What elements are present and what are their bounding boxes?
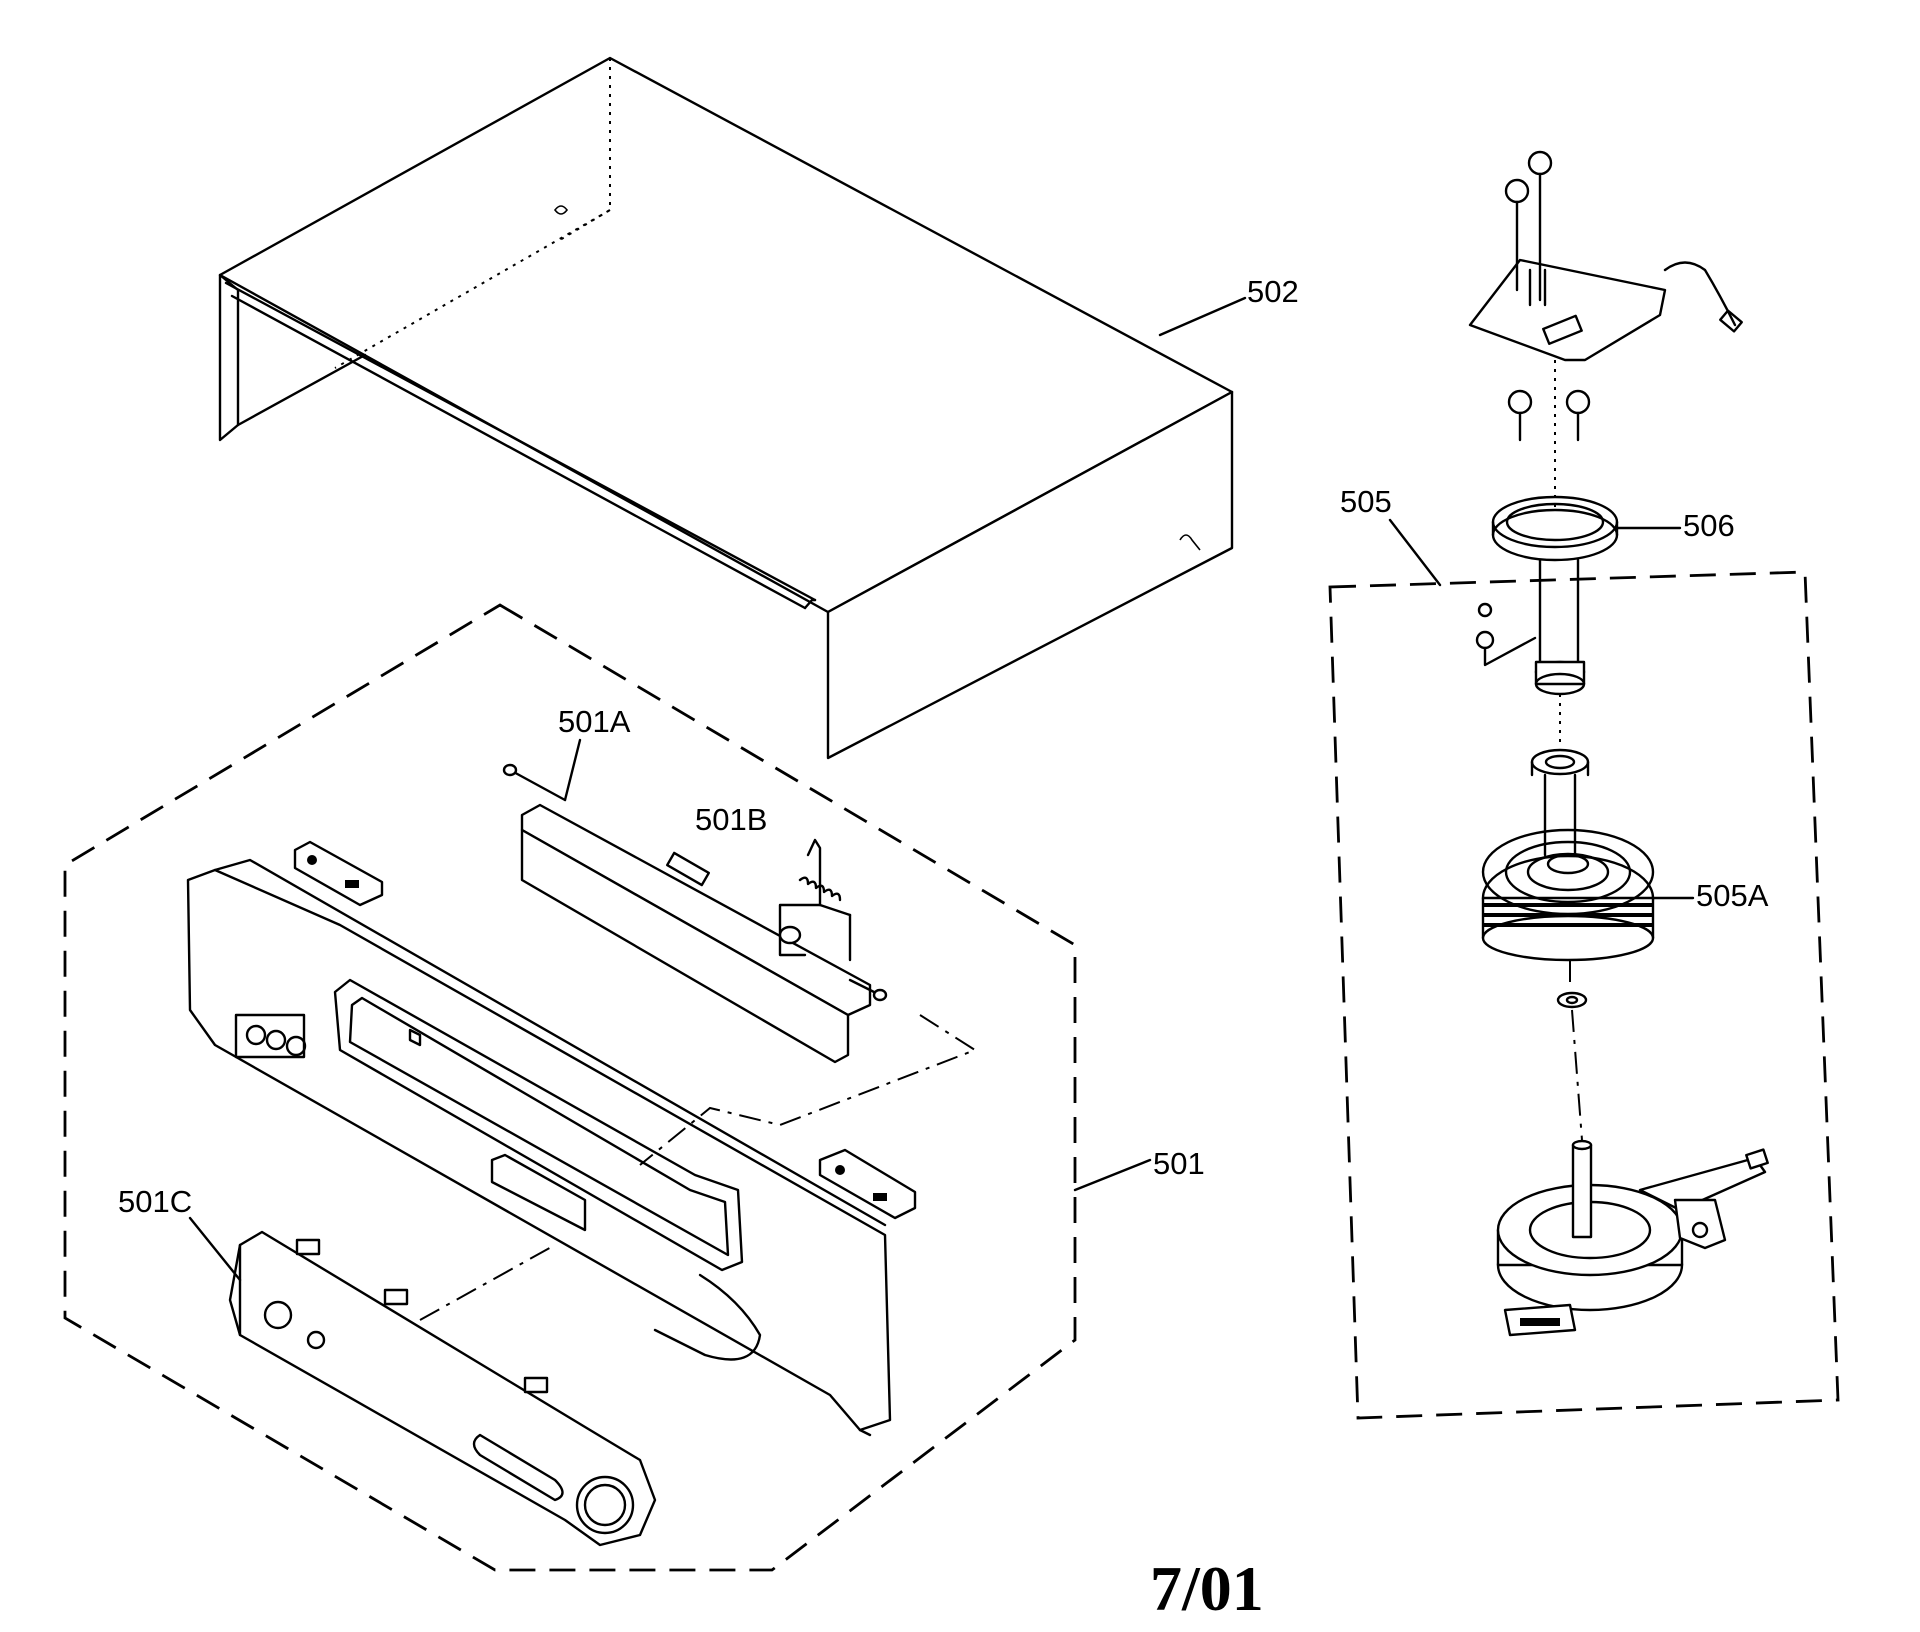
callout-502: 502 bbox=[1247, 274, 1299, 309]
chain-501C-to-bezel bbox=[419, 1244, 556, 1321]
callout-505: 505 bbox=[1340, 484, 1392, 519]
screw-icon bbox=[1504, 150, 1591, 442]
part-505A-drum bbox=[1481, 828, 1655, 962]
small-clip bbox=[1475, 602, 1537, 667]
leader-505 bbox=[1388, 518, 1442, 587]
motor-pcb bbox=[1468, 258, 1743, 362]
washer bbox=[1556, 991, 1588, 1009]
callout-505A: 505A bbox=[1696, 878, 1769, 913]
motor-base bbox=[1496, 1139, 1767, 1337]
leader-501C bbox=[188, 1216, 242, 1282]
front-panel-boundary bbox=[63, 603, 1077, 1572]
top-cover-502 bbox=[218, 56, 1234, 760]
chain-501A-to-bezel bbox=[639, 1014, 978, 1166]
drum-assy-boundary bbox=[1328, 570, 1840, 1420]
part-501B-spring bbox=[778, 838, 852, 962]
bushing bbox=[1530, 748, 1590, 777]
callout-501: 501 bbox=[1153, 1146, 1205, 1181]
part-501C-panel bbox=[228, 1230, 657, 1547]
callout-501C: 501C bbox=[118, 1184, 192, 1219]
callout-506: 506 bbox=[1683, 508, 1735, 543]
callout-501A: 501A bbox=[558, 704, 631, 739]
part-506-ring bbox=[1491, 495, 1619, 562]
connector-icon bbox=[1745, 1148, 1769, 1170]
washer-to-motor-guide bbox=[1571, 1009, 1583, 1141]
callout-501B: 501B bbox=[695, 802, 767, 837]
part-501A-bar bbox=[502, 763, 888, 1064]
shaft-collar bbox=[1534, 660, 1586, 696]
leader-501 bbox=[1073, 1158, 1152, 1192]
front-bezel bbox=[186, 840, 917, 1437]
page-number: 7/01 bbox=[1150, 1553, 1264, 1624]
leader-502 bbox=[1158, 296, 1247, 337]
leader-501A bbox=[563, 738, 582, 802]
